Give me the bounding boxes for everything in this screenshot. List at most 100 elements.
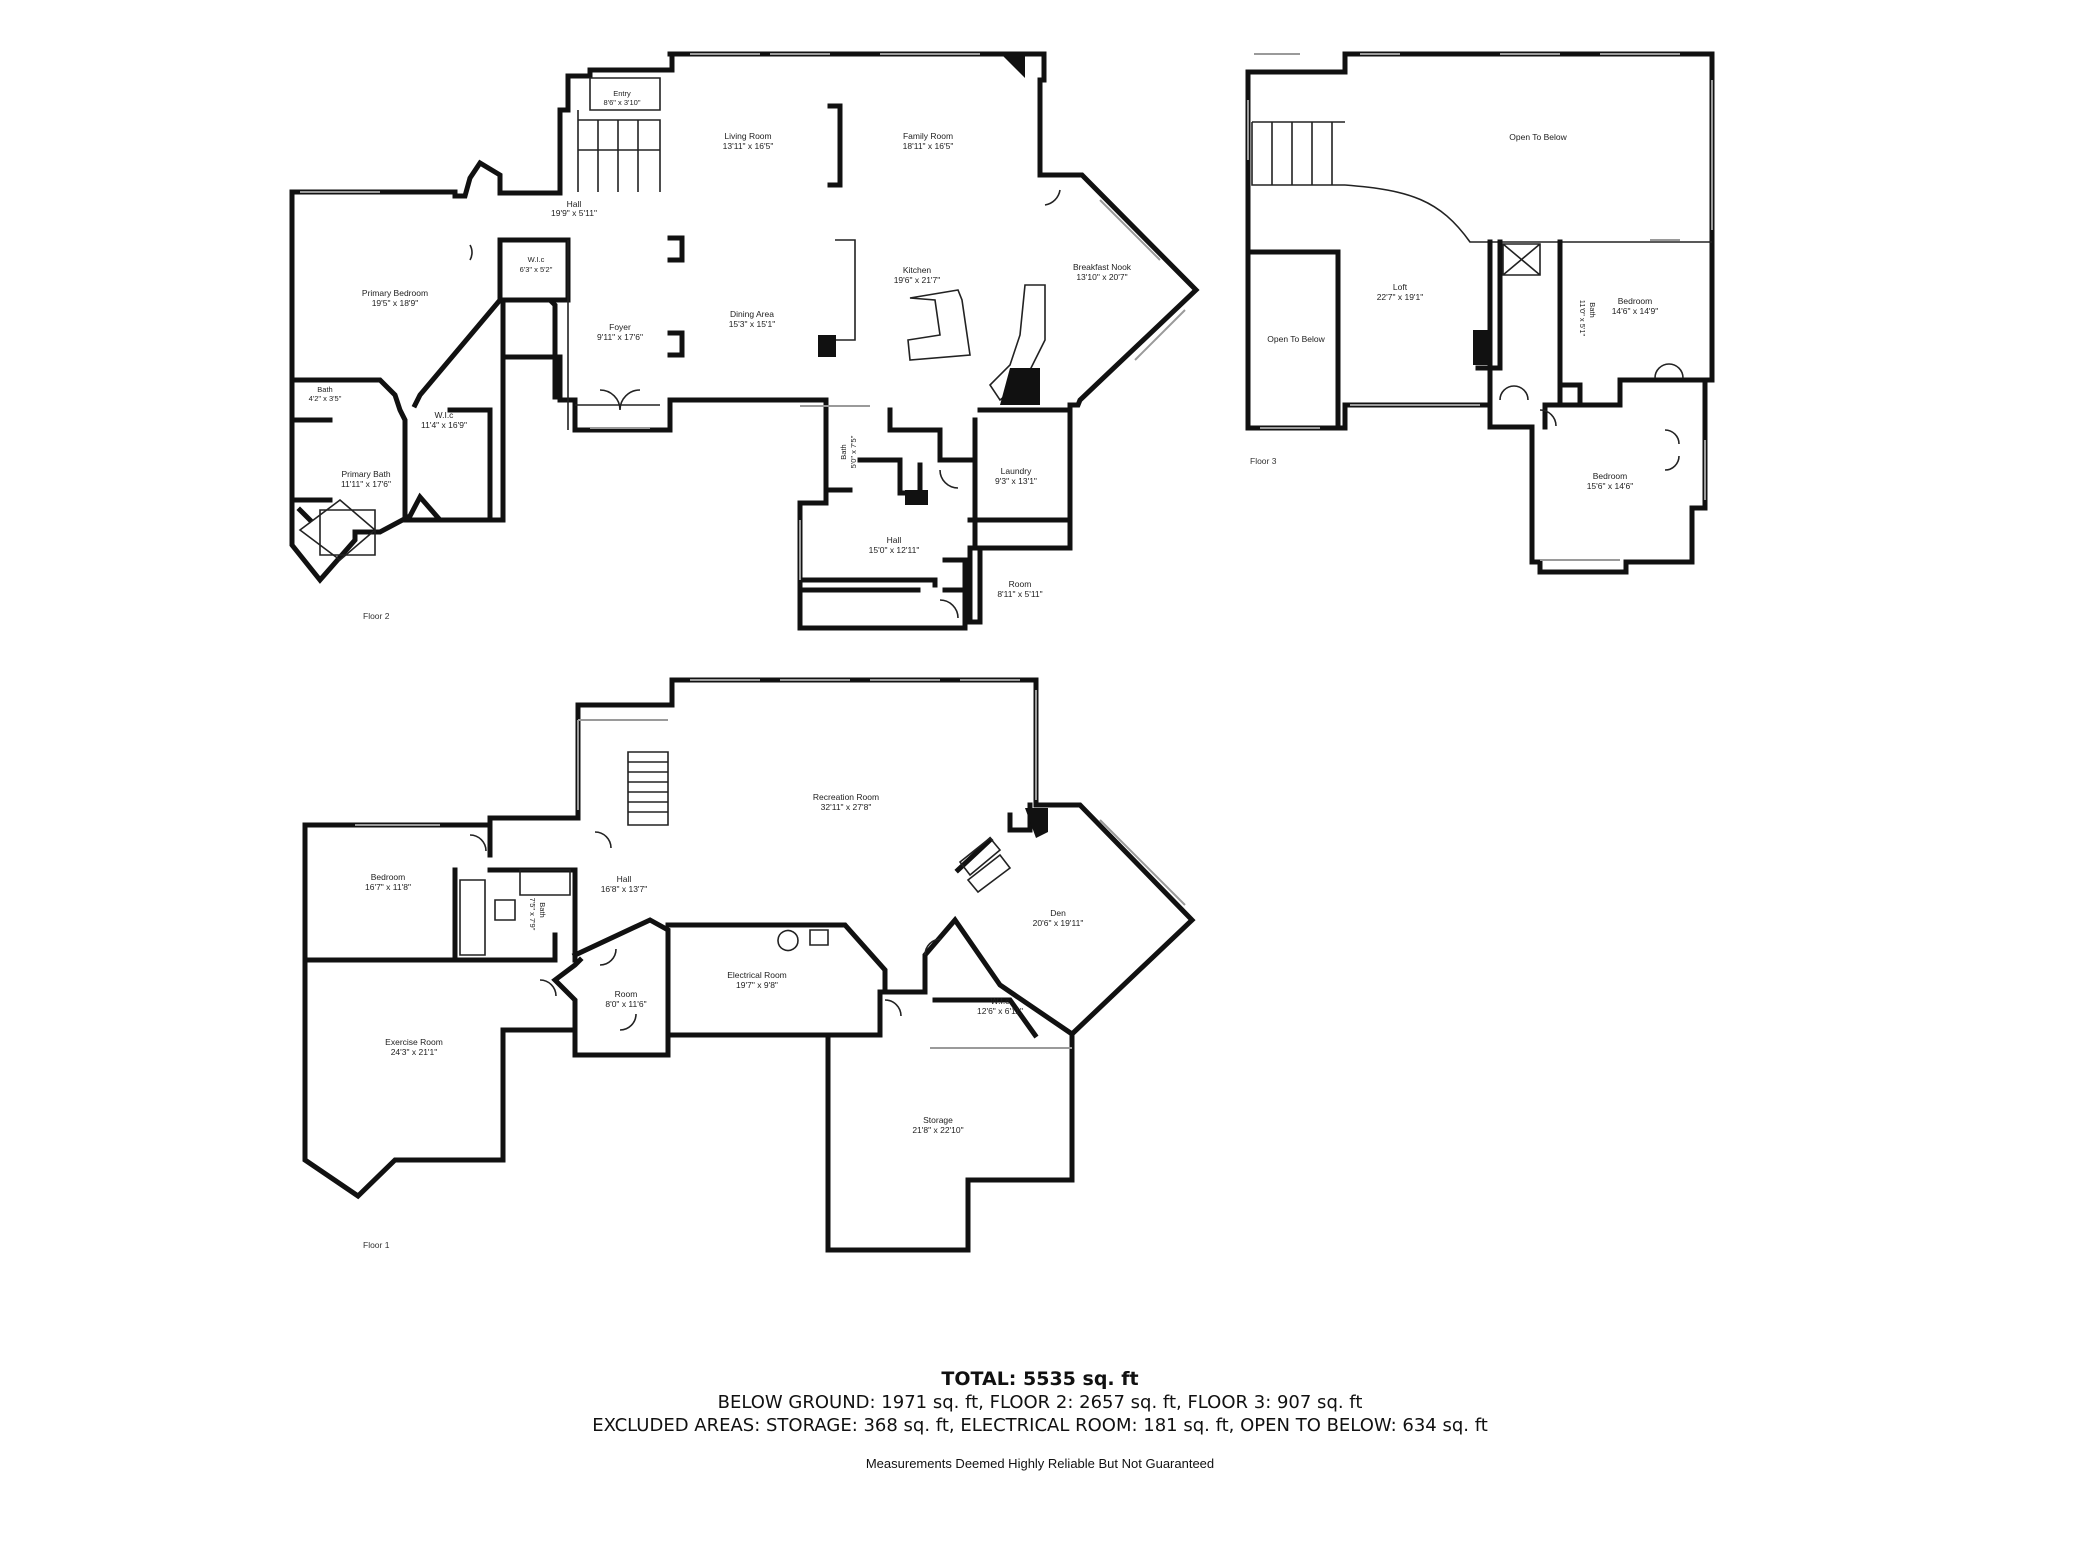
room-label: Bedroom (371, 872, 406, 882)
floor-label: Floor 3 (1250, 456, 1277, 466)
room-label: Hall (887, 535, 902, 545)
room-dims: 12'6" x 6'11" (977, 1006, 1023, 1016)
room-label: Room (1009, 579, 1032, 589)
room-label: Electrical Room (727, 970, 787, 980)
room-dims: 19'5" x 18'9" (372, 298, 419, 308)
room-dims: 15'6" x 14'6" (1587, 481, 1634, 491)
floor-1-fireplace-hearth (958, 836, 1012, 894)
total-area: TOTAL: 5535 sq. ft (941, 1368, 1139, 1390)
floor-3-stair (1251, 121, 1345, 186)
room-dims: 8'6" x 3'10" (604, 98, 641, 107)
room-dims: 6'3" x 5'2" (520, 265, 553, 274)
room-label: W.I.c (528, 255, 545, 264)
room-dims: 13'10" x 20'7" (1076, 272, 1127, 282)
floor-3-open-below-wall (1245, 249, 1341, 431)
room-dims: 7'5" x 7'9" (528, 898, 537, 931)
floor-2-stair-wall (577, 110, 661, 192)
room-label: Recreation Room (813, 792, 879, 802)
room-dims: 32'11" x 27'8" (821, 802, 872, 812)
room-dims: 9'11" x 17'6" (597, 332, 643, 342)
room-dims: 8'0" x 11'6" (605, 999, 646, 1009)
floor-2-kitchen-counter (835, 239, 1046, 402)
floor-2-foyer-walls (567, 240, 660, 430)
floor-2-laundry-walls (823, 407, 1073, 625)
room-dims: 22'7" x 19'1" (1377, 292, 1424, 302)
floor-1-electrical-fixtures (777, 929, 829, 952)
floor-2-lower-hall-walls (797, 397, 968, 625)
room-dims: 14'6" x 14'9" (1612, 306, 1659, 316)
room-label: Room (615, 989, 638, 999)
room-dims: 11'0" x 5'1" (1578, 300, 1587, 337)
room-label: W.I.c (435, 410, 455, 420)
floor-3-doors (1499, 363, 1684, 471)
room-label: Den (1050, 908, 1066, 918)
floor-2-wic-walls (437, 297, 558, 523)
room-label: Kitchen (903, 265, 932, 275)
room-label: Foyer (609, 322, 631, 332)
floor-2-outer-wall (289, 51, 1200, 631)
room-dims: 13'11" x 16'5" (723, 141, 774, 151)
floor-2-windows (300, 53, 1186, 580)
room-label: Bath (317, 385, 332, 394)
floor-1-inner-walls (302, 802, 1076, 1039)
room-label: W.I.c (991, 996, 1011, 1006)
room-label: Bath (1588, 302, 1597, 317)
floor-2-tub-outline (319, 509, 376, 556)
floor-1-windows (355, 679, 1186, 906)
floor-3-windows (1247, 53, 1713, 561)
room-dims: 15'3" x 15'1" (729, 319, 776, 329)
room-label: Family Room (903, 131, 953, 141)
floor-1-doors (469, 831, 942, 1031)
floor-label: Floor 1 (363, 1240, 390, 1250)
floor-2-solid-block (905, 490, 928, 505)
floor-2-corner-block (1003, 56, 1025, 78)
room-dims: 18'11" x 16'5" (903, 141, 954, 151)
room-dims: 19'7" x 9'8" (736, 980, 778, 990)
floor-2-fireplace-wall (667, 103, 843, 358)
floor-2-primary-suite-walls (289, 237, 571, 524)
floor-3-shower (1502, 243, 1541, 276)
room-dims: 15'0" x 12'11" (869, 545, 920, 555)
room-dims: 16'8" x 13'7" (601, 884, 648, 894)
floor-1-bath-fixtures (459, 869, 571, 956)
room-label: Open To Below (1509, 132, 1567, 142)
room-label: Exercise Room (385, 1037, 443, 1047)
room-dims: 8'11" x 5'11" (997, 589, 1042, 599)
room-dims: 5'0" x 7'5" (849, 435, 858, 468)
room-dims: 11'4" x 16'9" (421, 420, 467, 430)
floor-3-curved-rail (1344, 184, 1712, 243)
room-label: Breakfast Nook (1073, 262, 1132, 272)
floor-3-block (1473, 330, 1490, 365)
room-dims: 11'11" x 17'6" (341, 479, 391, 489)
disclaimer: Measurements Deemed Highly Reliable But … (865, 1456, 1215, 1471)
room-dims: 9'3" x 13'1" (995, 476, 1037, 486)
room-dims: 24'3" x 21'1" (391, 1047, 438, 1057)
room-label: Living Room (724, 131, 771, 141)
floor-label: Floor 2 (363, 611, 390, 621)
floor-2-entry-wall (589, 77, 661, 111)
room-dims: 21'8" x 22'10" (912, 1125, 963, 1135)
floor-2-doors (469, 189, 1061, 619)
room-label: Hall (567, 199, 582, 209)
room-label: Dining Area (730, 309, 774, 319)
floor-1-stair (627, 751, 669, 826)
room-label: Laundry (1001, 466, 1032, 476)
floor-3-plan: Open To Below Loft 22'7" x 19'1" Bath 11… (1245, 51, 1715, 575)
floor-2-solid-block (818, 335, 836, 357)
room-label: Bath (538, 902, 547, 917)
room-label: Open To Below (1267, 334, 1325, 344)
room-label: Storage (923, 1115, 953, 1125)
room-label: Hall (617, 874, 632, 884)
room-dims: 4'2" x 3'5" (309, 394, 342, 403)
floor-3-bath-walls (1475, 239, 1708, 430)
room-dims: 16'7" x 11'8" (365, 882, 411, 892)
floor-2-plan: Entry 8'6" x 3'10" Living Room 13'11" x … (289, 51, 1200, 631)
room-label: Entry (613, 89, 631, 98)
floor-areas: BELOW GROUND: 1971 sq. ft, FLOOR 2: 2657… (717, 1392, 1363, 1413)
room-label: Bath (839, 444, 848, 459)
room-label: Loft (1393, 282, 1408, 292)
floor-1-plan: Recreation Room 32'11" x 27'8" Bedroom 1… (302, 677, 1196, 1253)
excluded-areas: EXCLUDED AREAS: STORAGE: 368 sq. ft, ELE… (592, 1415, 1488, 1436)
floor-2-island (907, 289, 971, 361)
